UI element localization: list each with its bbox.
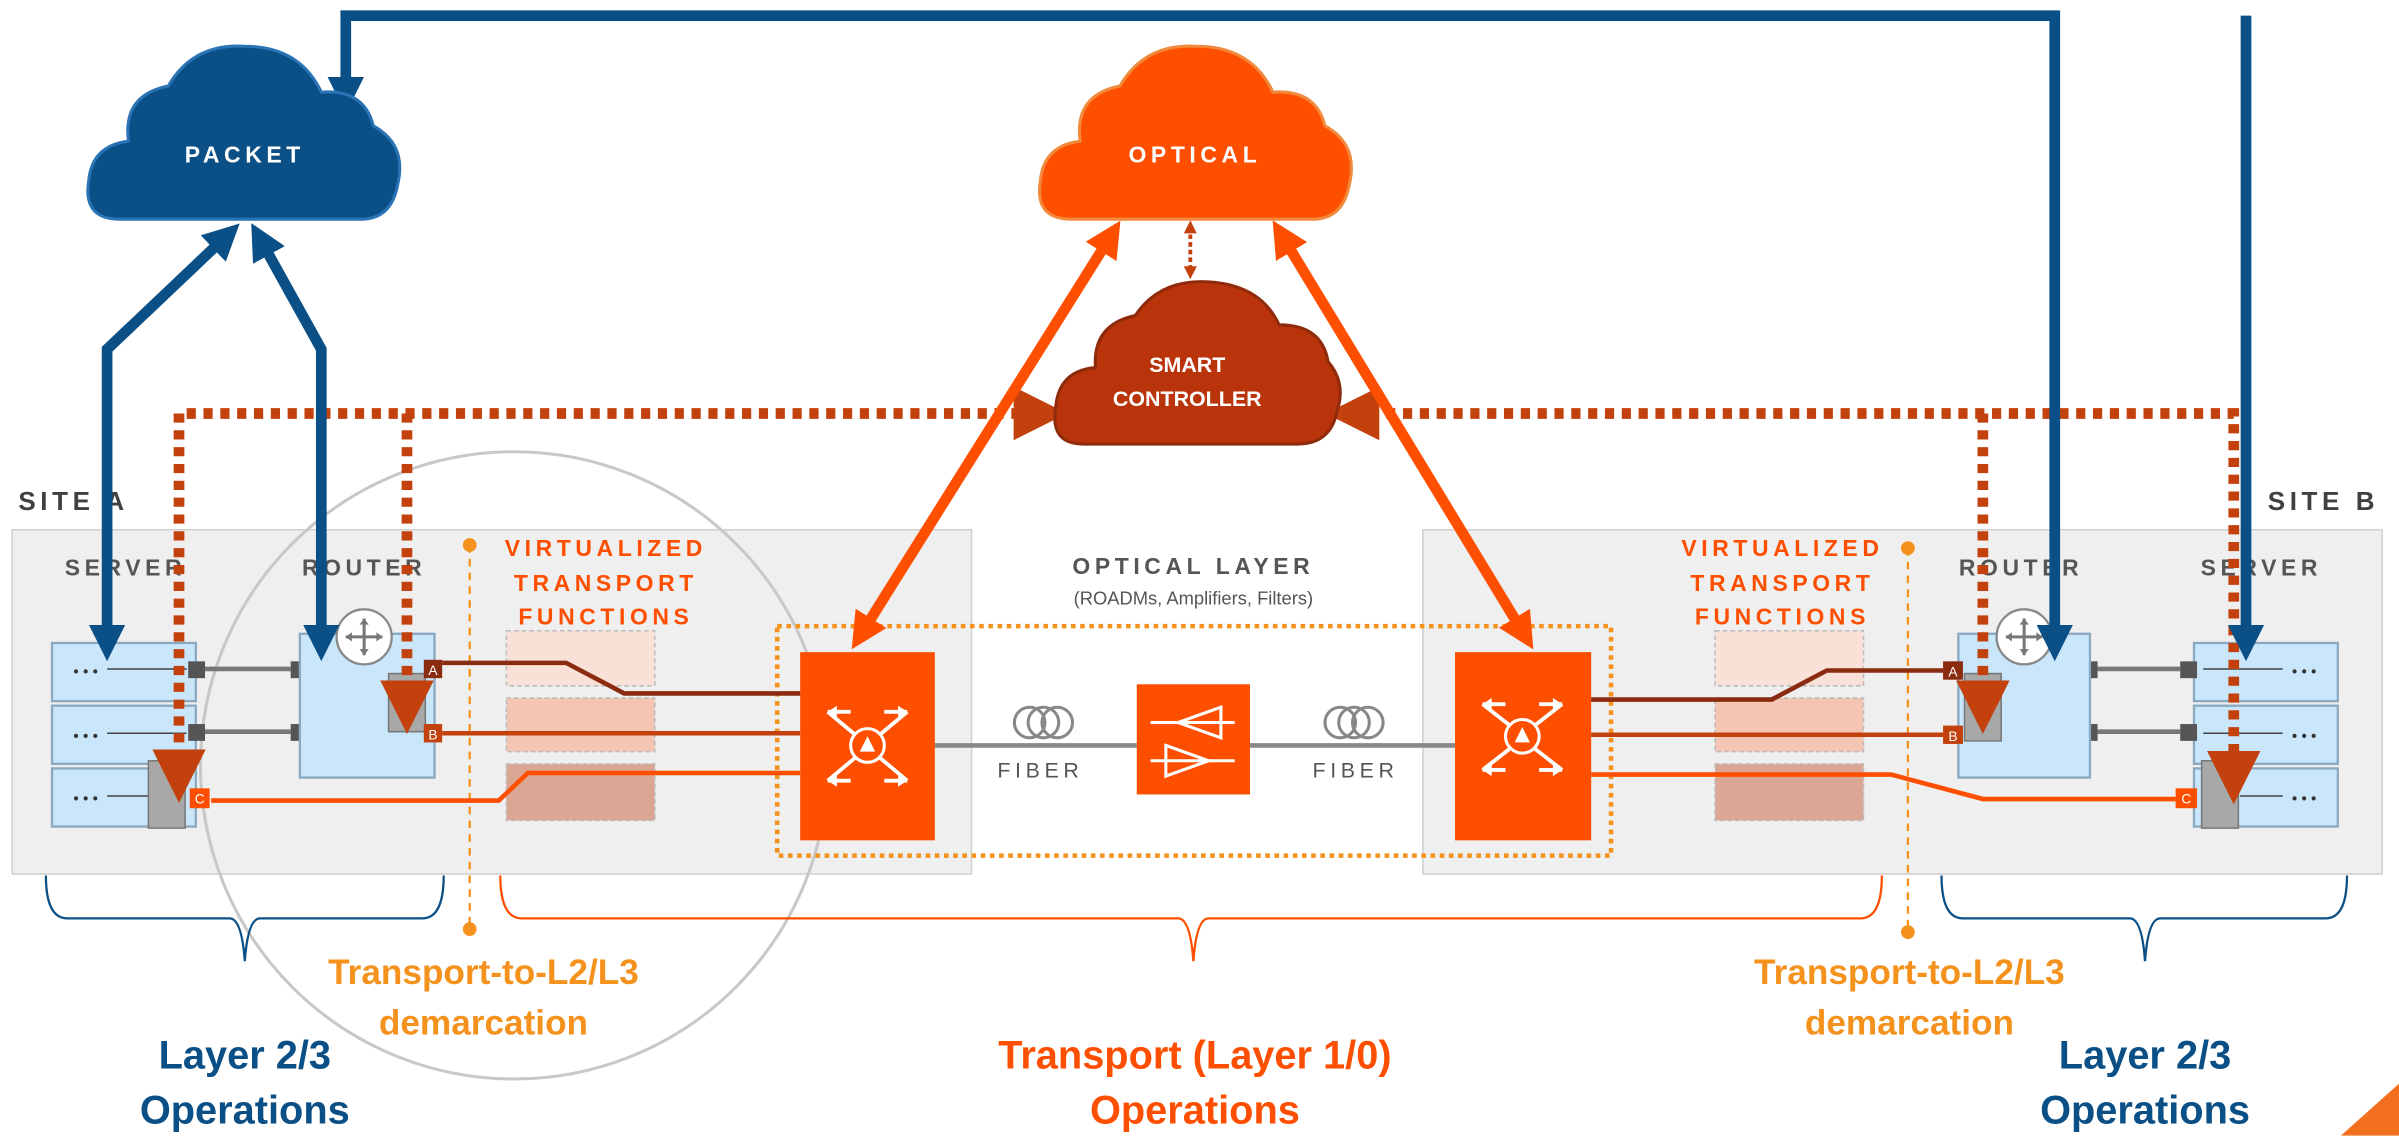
vtf-right-line2: TRANSPORT [1690, 570, 1874, 596]
router-a-icon [335, 608, 393, 666]
server-b-dots-3: • • • [2292, 791, 2317, 808]
port-b-label-left: B [428, 727, 437, 742]
brace-transport [499, 875, 1884, 962]
server-a-dots-3: • • • [73, 791, 98, 808]
packet-cloud-label: PACKET [185, 142, 305, 168]
optical-layer-subtitle: (ROADMs, Amplifiers, Filters) [1074, 588, 1314, 609]
roadm-left-icon [800, 652, 935, 841]
demarcation-left-line2: demarcation [379, 1004, 588, 1043]
vtf-box-right-a [1714, 629, 1865, 687]
site-a-server-label: SERVER [65, 555, 186, 581]
amplifier-icon [1136, 684, 1250, 795]
demarcation-right-line1: Transport-to-L2/L3 [1754, 953, 2065, 992]
transport-ops-line1: Transport (Layer 1/0) [998, 1033, 1391, 1077]
packet-control-arrows [88, 10, 2265, 662]
site-b-server-label: SERVER [2201, 555, 2322, 581]
vtf-right-line1: VIRTUALIZED [1681, 535, 1883, 561]
fiber-label-left: FIBER [997, 759, 1083, 783]
vtf-box-left-a [505, 629, 656, 687]
vtf-label-right: VIRTUALIZED TRANSPORT FUNCTIONS [1681, 535, 1883, 630]
site-b-label: SITE B [2268, 486, 2379, 516]
smart-controller-label-line1: SMART [1149, 353, 1225, 377]
packet-cloud [86, 44, 402, 221]
vtf-left-line1: VIRTUALIZED [505, 535, 707, 561]
transport-ops-line2: Operations [1090, 1088, 1300, 1132]
layer23-right-line2: Operations [2040, 1088, 2250, 1132]
fiber-label-right: FIBER [1313, 759, 1399, 783]
demarcation-left-line1: Transport-to-L2/L3 [328, 953, 639, 992]
layer23-left-line2: Operations [140, 1088, 350, 1132]
layer23-left-line1: Layer 2/3 [159, 1033, 331, 1077]
brace-layer23-right [1940, 875, 2349, 962]
roadm-right-icon [1455, 652, 1592, 841]
server-a-dots-1: • • • [73, 664, 98, 681]
port-a-label-right: A [1948, 665, 1958, 680]
brace-layer23-left [44, 875, 445, 962]
port-b-label-right: B [1948, 729, 1957, 744]
smart-controller-cloud [1053, 280, 1342, 446]
smart-controller-label-line2: CONTROLLER [1113, 387, 1262, 411]
server-b-dots-2: • • • [2292, 728, 2317, 745]
optical-cloud [1038, 44, 1353, 221]
server-b-dots-1: • • • [2292, 664, 2317, 681]
vtf-left-line3: FUNCTIONS [518, 604, 693, 630]
layer23-right-line1: Layer 2/3 [2059, 1033, 2231, 1077]
router-b-icon [1995, 608, 2053, 666]
vtf-left-line2: TRANSPORT [514, 570, 698, 596]
vtf-label-left: VIRTUALIZED TRANSPORT FUNCTIONS [505, 535, 707, 630]
port-c-label-left: C [195, 792, 205, 807]
optical-layer-title: OPTICAL LAYER [1072, 553, 1314, 579]
server-a-dots-2: • • • [73, 728, 98, 745]
demarcation-right-line2: demarcation [1805, 1004, 2014, 1043]
vtf-box-right-b [1714, 697, 1865, 753]
vtf-box-left-b [505, 697, 656, 753]
vtf-right-line3: FUNCTIONS [1695, 604, 1870, 630]
port-a-label-left: A [428, 663, 438, 678]
optical-cloud-label: OPTICAL [1129, 142, 1262, 168]
corner-accent [2340, 1083, 2399, 1136]
port-c-label-right: C [2181, 792, 2191, 807]
